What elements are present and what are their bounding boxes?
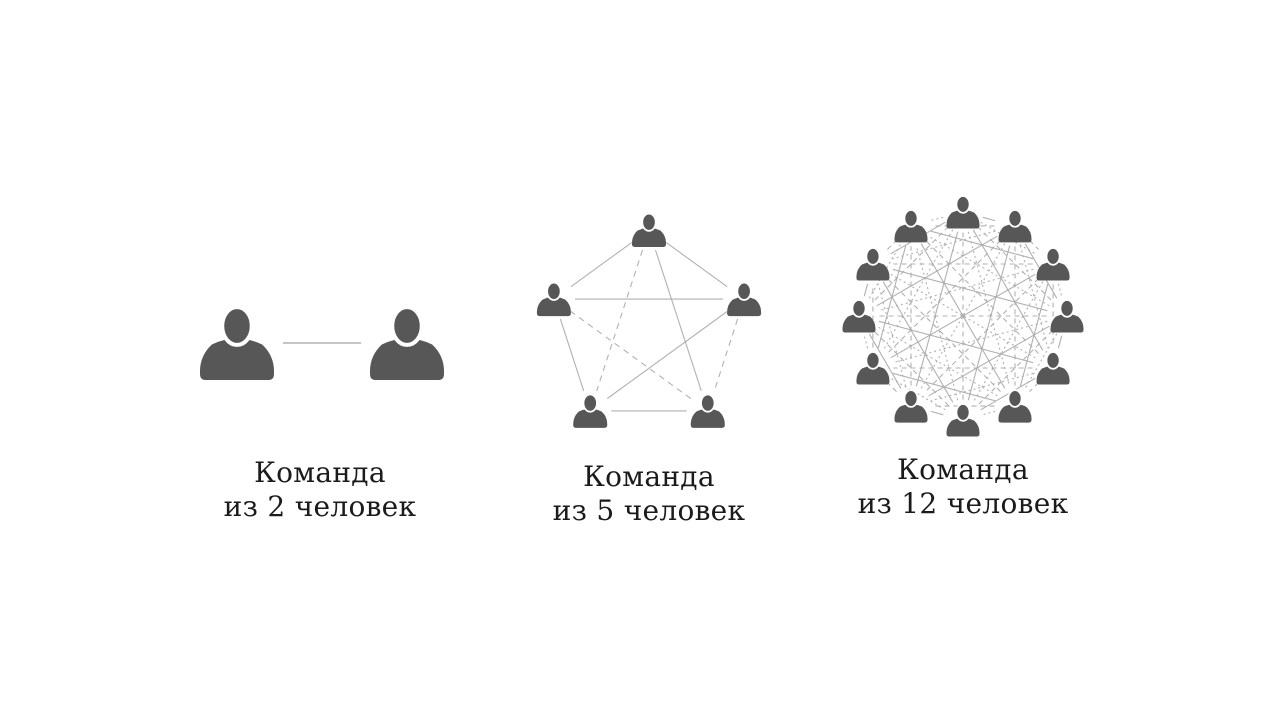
connection-line [713,318,739,392]
team-12-graph [842,195,1084,437]
connection-line [596,249,644,392]
caption-line-1: Команда [897,453,1029,486]
caption-line-2: из 12 человек [857,487,1069,520]
team-12-caption: Команда из 12 человек [808,453,1118,521]
connection-line [915,245,959,401]
person-icon [573,393,608,428]
connection-line [877,245,907,349]
person-icon [632,212,666,247]
person-icon [370,305,444,380]
connection-line [882,281,954,403]
connection-line [982,410,996,416]
team-2-caption: Команда из 2 человек [150,456,490,524]
connection-line [654,249,702,392]
person-icon [690,393,725,428]
connection-line [878,268,1034,312]
person-icon [856,351,890,385]
connection-line [1024,333,1058,389]
connection-line [570,311,692,399]
connection-line [665,241,728,288]
connection-line [982,216,996,222]
person-icon [842,299,876,333]
person-icon [1036,351,1070,385]
person-icon [946,403,980,437]
team-2-graph [200,305,444,380]
connection-line [887,382,897,392]
team-12-network: Команда из 12 человек [808,183,1118,521]
connection-line [892,320,1048,364]
connection-line [925,278,1039,392]
caption-line-2: из 2 человек [223,490,417,523]
connection-line [930,410,944,416]
team-5-caption: Команда из 5 человек [494,460,804,528]
connection-line [887,278,1001,392]
connection-line [980,377,1036,411]
connection-line [972,281,1044,403]
caption-line-2: из 5 человек [552,494,746,527]
connection-line [920,243,1006,389]
connection-line [892,268,1048,312]
person-icon [894,389,928,423]
person-icon [998,209,1032,243]
person-icon [1050,299,1084,333]
connection-line [868,333,902,389]
connection-line [863,283,869,297]
connection-line [1057,335,1063,349]
person-icon [894,209,928,243]
connection-line [1029,240,1039,250]
connection-line [915,231,959,387]
connection-line [606,311,728,399]
connection-line [967,231,1011,387]
caption-line-1: Команда [254,456,386,489]
connection-line [1019,245,1049,349]
connection-line [930,230,1034,260]
connection-line [887,240,1001,354]
connection-line [876,325,998,397]
connection-line [925,240,1039,354]
person-icon [856,247,890,281]
connection-line [863,335,869,349]
person-icon [998,389,1032,423]
person-icon [727,281,762,317]
caption-line-1: Команда [583,460,715,493]
person-icon [946,195,980,229]
connection-line [1029,382,1039,392]
connection-line [890,377,946,411]
connection-line [967,245,1011,401]
connection-line [570,241,633,288]
team-2-network: Команда из 2 человек [150,186,490,524]
person-icon [1036,247,1070,281]
connection-line [878,320,1034,364]
person-icon [200,305,274,380]
connection-line [928,235,1050,307]
connection-line [559,318,585,392]
team-5-network: Команда из 5 человек [494,190,804,528]
connection-line [930,216,944,222]
person-icon [536,281,571,317]
connection-line [887,240,897,250]
team-5-graph [536,212,762,428]
connection-line [1057,283,1063,297]
connection-line [882,229,954,351]
